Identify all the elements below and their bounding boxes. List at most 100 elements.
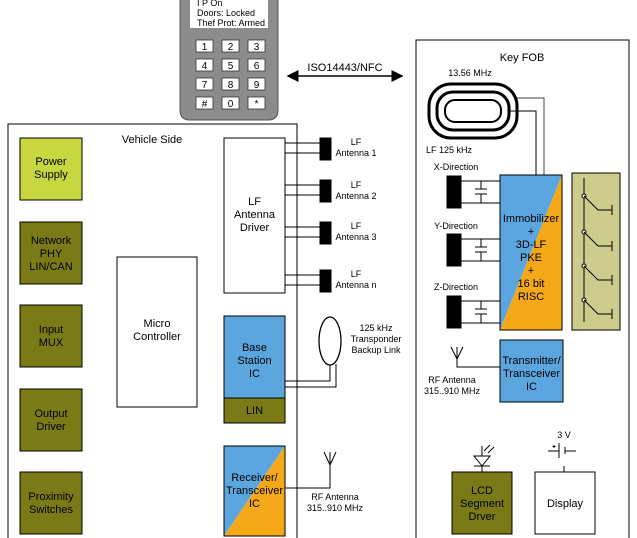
svg-text:315..910 MHz: 315..910 MHz xyxy=(424,386,481,396)
power-supply-block: Power Supply xyxy=(19,137,83,201)
key[interactable] xyxy=(247,58,266,72)
svg-text:16 bit: 16 bit xyxy=(518,278,545,290)
key-label: 6 xyxy=(254,61,260,72)
svg-text:Switches: Switches xyxy=(29,504,74,516)
svg-text:Supply: Supply xyxy=(34,169,68,181)
key-label: 0 xyxy=(228,99,234,110)
phone-line: Doors: Locked xyxy=(197,8,255,18)
key[interactable] xyxy=(221,96,240,110)
key-label: 9 xyxy=(254,80,260,91)
svg-text:Transmitter/: Transmitter/ xyxy=(502,355,561,367)
direction-label: Y-Direction xyxy=(434,221,478,231)
immobilizer-block: Immobilizer + 3D-LF PKE + 16 bit RISC xyxy=(499,174,563,331)
svg-text:Antenna 3: Antenna 3 xyxy=(335,232,376,242)
svg-text:RF Antenna: RF Antenna xyxy=(311,492,359,502)
lf-antenna-labels: LF Antenna 1 LF Antenna 2 LF Antenna 3 L… xyxy=(335,137,376,290)
svg-text:+: + xyxy=(528,265,534,277)
svg-text:PKE: PKE xyxy=(520,252,542,264)
key[interactable] xyxy=(247,77,266,91)
key[interactable] xyxy=(247,39,266,53)
key-label: * xyxy=(255,99,259,110)
key-label: 4 xyxy=(202,61,208,72)
key[interactable] xyxy=(247,96,266,110)
network-phy-block: Network PHY LIN/CAN xyxy=(19,221,83,285)
transponder-coil xyxy=(318,316,342,366)
key[interactable] xyxy=(221,77,240,91)
transmitter-block: Transmitter/ Transceiver IC xyxy=(499,339,564,403)
key[interactable] xyxy=(221,58,240,72)
key[interactable] xyxy=(195,96,214,110)
key[interactable] xyxy=(221,39,240,53)
key-label: 1 xyxy=(202,42,208,53)
svg-text:Power: Power xyxy=(35,156,67,168)
vehicle-rf-antenna: RF Antenna 315..910 MHz xyxy=(285,451,364,513)
micro-controller-block: Micro Controller xyxy=(116,256,198,408)
proximity-switches-block: Proximity Switches xyxy=(19,471,83,535)
svg-text:Proximity: Proximity xyxy=(28,491,74,503)
y-coil xyxy=(446,233,462,267)
lf-antenna-coil xyxy=(319,269,332,293)
svg-text:Controller: Controller xyxy=(133,331,181,343)
svg-text:IC: IC xyxy=(249,498,260,510)
key-label: 8 xyxy=(228,80,234,91)
nfc-frequency: 13.56 MHz xyxy=(448,68,492,78)
svg-text:RF Antenna: RF Antenna xyxy=(428,375,476,385)
direction-label: Z-Direction xyxy=(434,282,478,292)
key-label: 3 xyxy=(254,42,260,53)
svg-text:LF: LF xyxy=(248,196,261,208)
key[interactable] xyxy=(195,58,214,72)
svg-text:LIN/CAN: LIN/CAN xyxy=(29,261,72,273)
direction-label: X-Direction xyxy=(434,162,479,172)
svg-text:PHY: PHY xyxy=(40,248,63,260)
svg-text:Antenna 2: Antenna 2 xyxy=(335,191,376,201)
phone-line: I P On xyxy=(197,0,222,8)
antenna-icon xyxy=(323,451,337,467)
svg-text:Display: Display xyxy=(547,498,584,510)
lin-label: LIN xyxy=(246,405,263,417)
svg-text:LF: LF xyxy=(351,221,362,231)
svg-text:Antenna: Antenna xyxy=(234,209,276,221)
key-fob: Key FOB 13.56 MHz LF 125 kHz X-Direction… xyxy=(415,39,630,538)
svg-text:Transceiver: Transceiver xyxy=(503,368,560,380)
nfc-link: ISO14443/NFC xyxy=(286,62,404,82)
lf-frequency: LF 125 kHz xyxy=(426,145,473,155)
key[interactable] xyxy=(195,39,214,53)
svg-text:Segment: Segment xyxy=(460,498,504,510)
svg-text:IC: IC xyxy=(526,381,537,393)
svg-text:LF: LF xyxy=(351,137,362,147)
svg-text:Transceiver: Transceiver xyxy=(226,485,283,497)
svg-text:315..910 MHz: 315..910 MHz xyxy=(307,503,364,513)
svg-text:Receiver/: Receiver/ xyxy=(231,472,278,484)
lin-block xyxy=(223,397,286,424)
svg-text:Micro: Micro xyxy=(144,318,171,330)
svg-text:Antenna n: Antenna n xyxy=(335,280,376,290)
svg-text:IC: IC xyxy=(249,368,260,380)
key-label: 2 xyxy=(228,42,234,53)
lf-antenna-coil xyxy=(319,137,332,161)
direction-coils xyxy=(446,175,500,329)
battery-icon xyxy=(548,443,576,472)
display-block: Display xyxy=(534,471,596,535)
vehicle-side: Vehicle Side Power Supply Network PHY LI… xyxy=(7,123,298,538)
base-station-block: Base Station IC LIN xyxy=(223,315,286,424)
key-label: 7 xyxy=(202,80,208,91)
nfc-link-label: ISO14443/NFC xyxy=(307,62,382,74)
svg-text:Immobilizer: Immobilizer xyxy=(503,213,560,225)
battery-voltage: 3 V xyxy=(557,430,571,440)
svg-text:Drver: Drver xyxy=(469,511,496,523)
lf-antenna-coil xyxy=(319,221,332,245)
fob-title: Key FOB xyxy=(500,52,545,64)
svg-text:Output: Output xyxy=(34,408,67,420)
phone-line: Thef Prot: Armed xyxy=(197,18,265,28)
key-label: 5 xyxy=(228,61,234,72)
svg-text:LF: LF xyxy=(351,180,362,190)
svg-text:Base: Base xyxy=(242,342,267,354)
svg-text:Driver: Driver xyxy=(240,222,270,234)
lf-antenna-driver-block: LF Antenna Driver xyxy=(223,137,286,294)
svg-text:Station: Station xyxy=(237,355,271,367)
key[interactable] xyxy=(195,77,214,91)
phone-keypad: 1 2 3 4 5 6 7 8 9 # 0 * xyxy=(195,39,266,110)
svg-text:LCD: LCD xyxy=(471,485,493,497)
svg-text:Backup Link: Backup Link xyxy=(351,345,401,355)
